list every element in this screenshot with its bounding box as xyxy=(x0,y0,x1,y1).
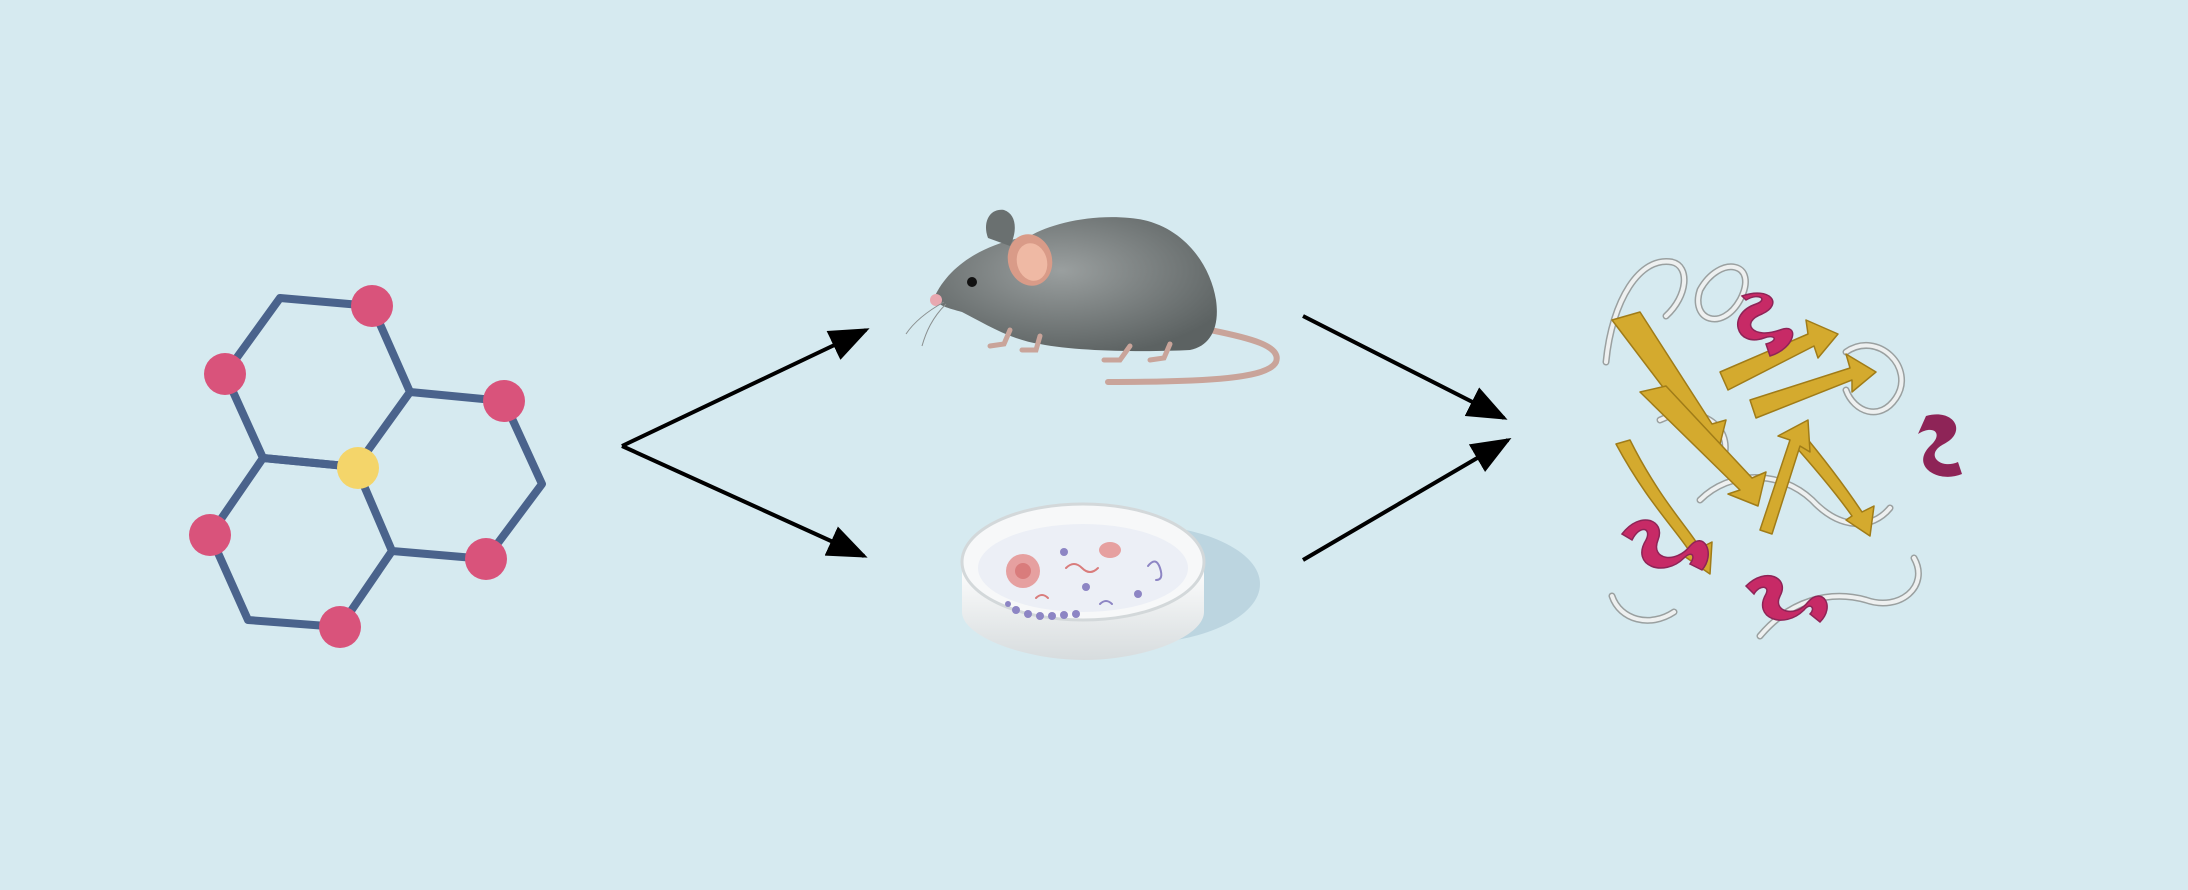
atom xyxy=(319,606,361,648)
molecule-atoms xyxy=(189,285,525,648)
dish-dots xyxy=(1005,601,1080,620)
mouse-ear-inner xyxy=(1016,243,1048,281)
arrow-dish-to-protein xyxy=(1301,437,1512,562)
mouse-whiskers xyxy=(905,301,947,347)
arrow-molecule-to-mouse xyxy=(621,328,870,448)
mouse-far-ear xyxy=(985,209,1015,246)
atom xyxy=(204,353,246,395)
mouse-paws xyxy=(987,327,1173,363)
dish-microbes xyxy=(1035,560,1163,605)
protein-beta-strands xyxy=(1611,311,1877,575)
petri-dish-icon xyxy=(960,502,1260,660)
arrow-mouse-to-protein xyxy=(1302,314,1508,420)
protein-structure-icon xyxy=(1602,257,1962,640)
molecule-icon xyxy=(189,285,546,648)
atom xyxy=(483,380,525,422)
mouse-nose xyxy=(930,294,942,306)
arrows xyxy=(621,314,1512,562)
atom xyxy=(465,538,507,580)
mouse-eye xyxy=(967,277,977,287)
protein-helix-dark xyxy=(1918,414,1962,477)
protein-helices xyxy=(1620,292,1828,624)
atom xyxy=(189,514,231,556)
mouse-tail xyxy=(1105,327,1280,385)
atom xyxy=(351,285,393,327)
center-atom xyxy=(337,447,379,489)
mouse-body xyxy=(934,217,1217,352)
arrow-molecule-to-dish xyxy=(621,444,868,558)
mouse-icon xyxy=(905,209,1280,385)
dish-colonies xyxy=(1006,542,1142,598)
